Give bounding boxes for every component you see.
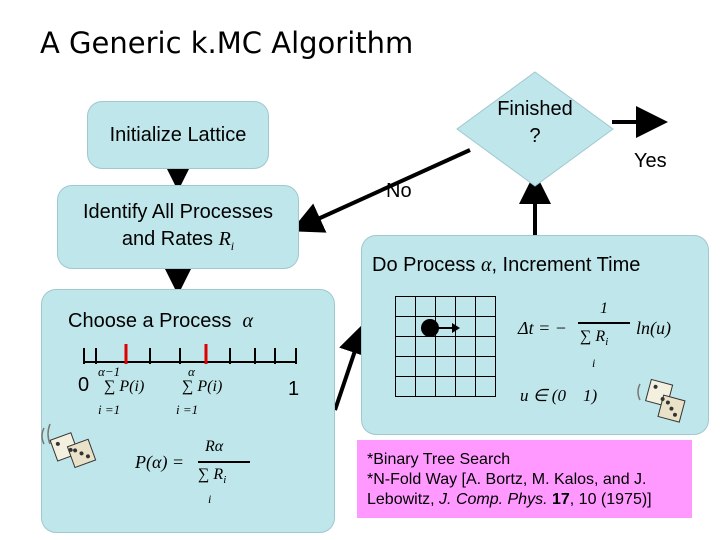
dt-formula-rhs: ln(u) [636, 318, 671, 338]
prob-formula-lhs: P(α) = [135, 452, 185, 472]
dt-formula-denominator: ∑ Ri [580, 328, 609, 349]
sum2-upper: α [188, 364, 195, 379]
finished-diamond [456, 71, 614, 187]
number-line-one: 1 [288, 378, 300, 400]
uniform-random-range: u ∈ (0 1) [520, 386, 598, 405]
probability-number-line [83, 344, 297, 364]
sum2-body: ∑ P(i) [182, 378, 223, 395]
sum1-body: ∑ P(i) [104, 378, 145, 395]
prob-formula-bar [198, 461, 250, 463]
arrow-choose-do [333, 322, 370, 411]
do-process-label: Do Process α, Increment Time [372, 254, 641, 276]
initialize-lattice-box: Initialize Lattice [88, 102, 268, 168]
particle-hop-icon [421, 319, 460, 337]
sum2-lower: i =1 [176, 402, 199, 417]
prob-formula-index: i [208, 492, 212, 506]
dice-icon [637, 378, 686, 423]
number-line-zero: 0 [78, 374, 90, 396]
dt-formula-numerator: 1 [600, 300, 608, 317]
page-title: A Generic k.MC Algorithm [40, 26, 414, 60]
edge-label-yes: Yes [634, 150, 667, 172]
choose-process-box [42, 290, 334, 532]
finished-label: Finished ? [497, 98, 573, 147]
sum1-lower: i =1 [98, 402, 121, 417]
dice-icon [41, 423, 97, 469]
dt-formula-index: i [592, 356, 596, 370]
reference-note: *Binary Tree Search *N-Fold Way [A. Bort… [357, 440, 692, 518]
choose-process-label: Choose a Process α [68, 310, 254, 332]
identify-processes-box: Identify All Processes and Rates Ri [58, 186, 298, 268]
note-line-3: Lebowitz, J. Comp. Phys. 17, 10 (1975)] [367, 491, 652, 508]
lattice-grid [394, 295, 496, 397]
note-line-2: *N-Fold Way [A. Bortz, M. Kalos, and J. [367, 471, 647, 488]
prob-formula-denominator: ∑ Ri [198, 466, 227, 487]
dt-formula-lhs: Δt = − [518, 318, 567, 338]
sum1-upper: α−1 [98, 364, 121, 379]
dt-formula-bar [578, 322, 630, 324]
arrow-finished-identify [290, 148, 471, 233]
note-line-1: *Binary Tree Search [367, 451, 511, 468]
prob-formula-numerator: Rα [205, 438, 224, 455]
edge-label-no: No [386, 180, 412, 202]
